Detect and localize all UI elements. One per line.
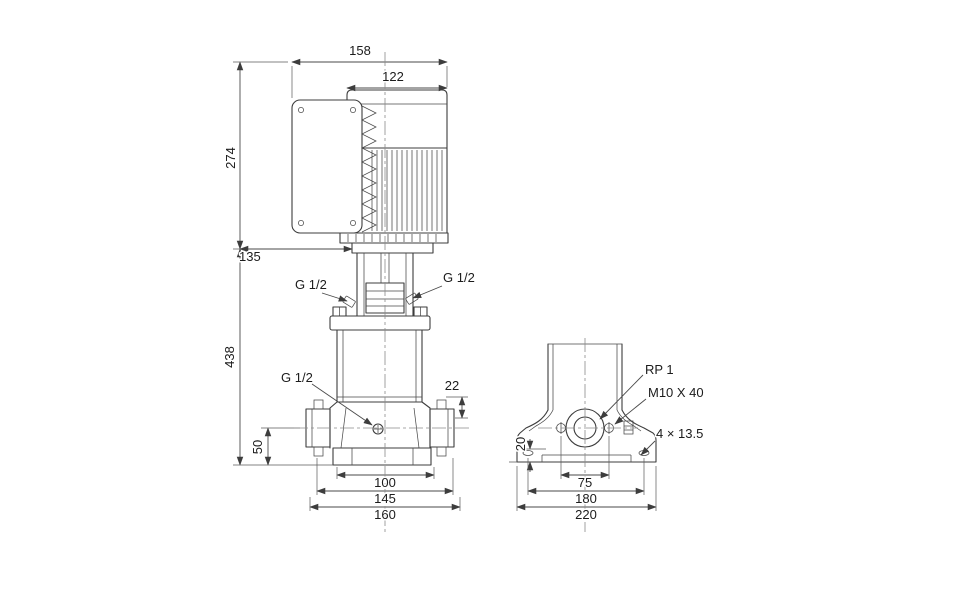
dim-220-label: 220	[575, 507, 597, 522]
terminal-box-screw	[350, 107, 356, 113]
port-g12-top-right-label: G 1/2	[443, 270, 475, 285]
coupling-section	[342, 252, 419, 317]
port-g12-drain-label: G 1/2	[281, 370, 313, 385]
pump-head	[329, 306, 431, 331]
base-holes-label: 4 × 13.5	[656, 426, 703, 441]
foot-hole	[638, 450, 650, 456]
terminal-box-screw	[298, 107, 304, 113]
dim-158-label: 158	[349, 43, 371, 58]
terminal-box-outline	[291, 99, 363, 234]
shaft	[380, 253, 390, 283]
terminal-box-screw	[298, 220, 304, 226]
head-flange	[329, 315, 431, 331]
base-plate	[332, 447, 432, 466]
rp1-label: RP 1	[645, 362, 674, 377]
terminal-box	[291, 99, 377, 234]
gauge-plug-right	[405, 292, 419, 305]
m10x40-label: M10 X 40	[648, 385, 704, 400]
base-casting	[516, 409, 657, 463]
dimension-lines-side	[509, 374, 657, 511]
side-view	[509, 338, 657, 532]
drain-plug	[372, 423, 384, 435]
leader-m10	[614, 398, 647, 425]
pump-base	[305, 399, 455, 466]
leader-g12-top-right	[412, 285, 443, 299]
foot-hole	[522, 450, 534, 456]
chamber-stack	[336, 329, 423, 403]
dim-50-label: 50	[250, 440, 265, 454]
gauge-plug-left	[342, 295, 356, 308]
dim-22-label: 22	[445, 378, 459, 393]
terminal-box-screw	[350, 220, 356, 226]
dim-122-label: 122	[382, 69, 404, 84]
flange-stud	[313, 446, 324, 457]
leader-rp1	[599, 374, 644, 420]
dim-438-label: 438	[222, 346, 237, 368]
dim-160-label: 160	[374, 507, 396, 522]
motor-adapter	[339, 232, 449, 254]
mounting-bolt	[623, 420, 634, 435]
labels: 158 122 274 135 438 G 1/2 G 1/2 G 1/2 22…	[221, 42, 706, 524]
dim-100-label: 100	[374, 475, 396, 490]
base-outline	[516, 409, 657, 463]
flange-stud	[313, 399, 324, 410]
dim-180-label: 180	[575, 491, 597, 506]
leader-g12-drain	[311, 383, 373, 426]
dim-75-label: 75	[578, 475, 592, 490]
front-view	[233, 52, 470, 532]
centerlines-side	[538, 338, 638, 532]
fin-profile-zigzag	[361, 105, 377, 233]
dim-274-label: 274	[223, 147, 238, 169]
dim-145-label: 145	[374, 491, 396, 506]
centerlines-front	[294, 52, 470, 532]
flange-stud	[436, 446, 447, 457]
base-column	[547, 343, 623, 411]
dim-135-label: 135	[239, 249, 261, 264]
dim-20-label: 20	[513, 437, 528, 451]
leader-holes	[640, 440, 656, 456]
leader-g12-top-left	[321, 292, 348, 302]
flange-stud	[436, 399, 447, 410]
motor-fins	[371, 150, 443, 231]
port-g12-top-left-label: G 1/2	[295, 277, 327, 292]
